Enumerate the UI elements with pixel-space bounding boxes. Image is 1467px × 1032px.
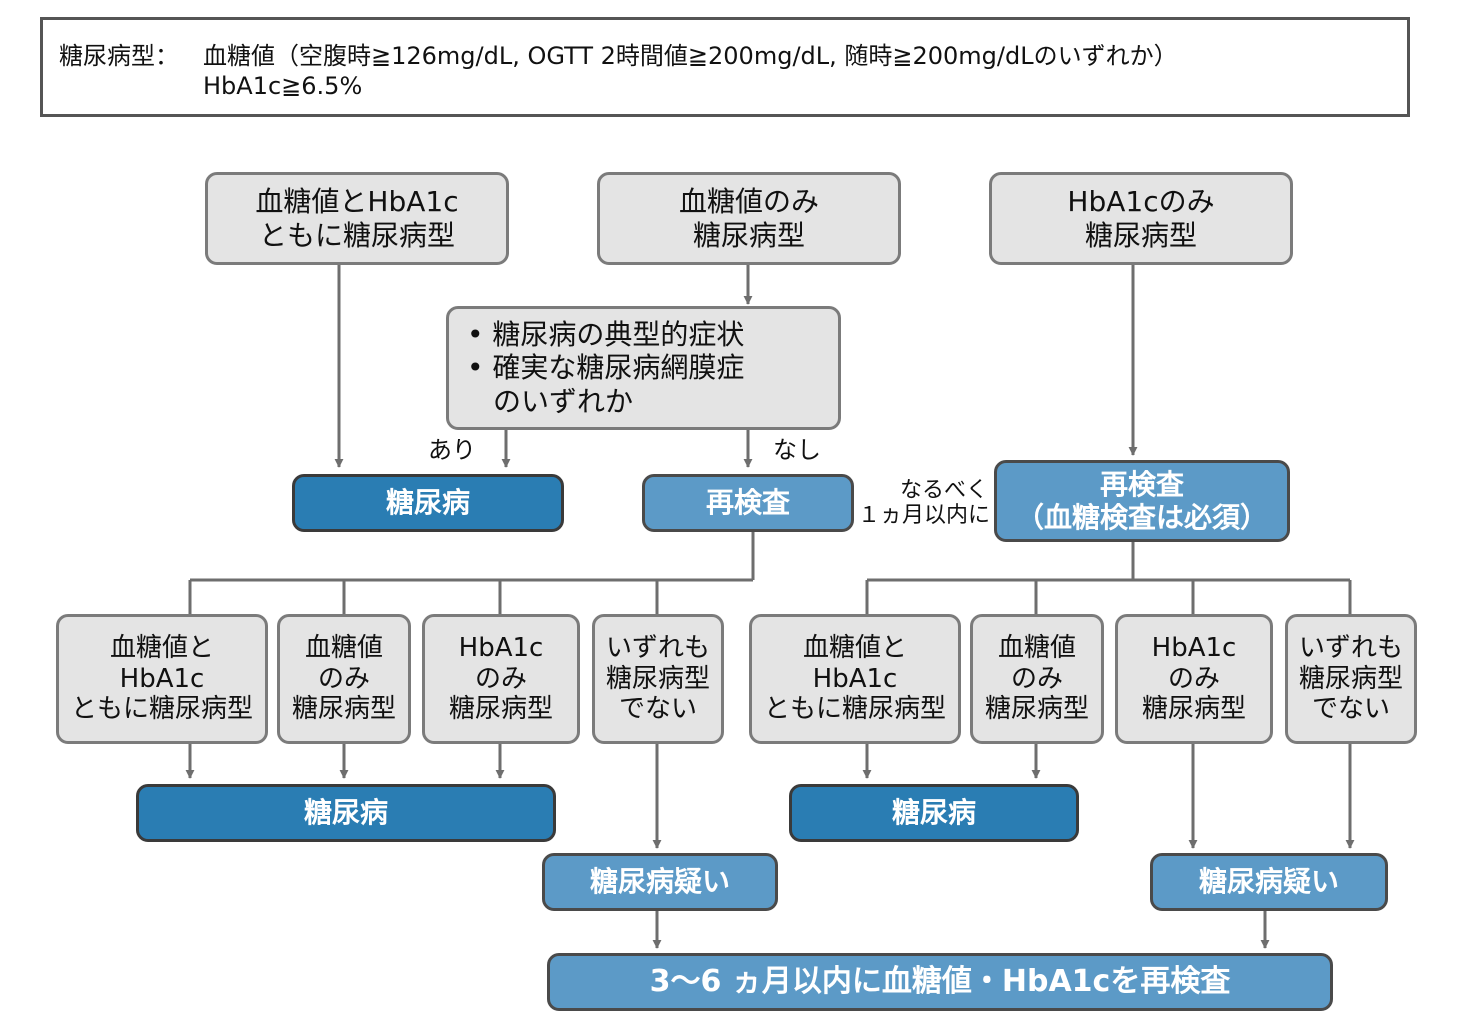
box-line: のみ <box>1167 663 1220 694</box>
box-line: 血糖値のみ <box>678 185 819 219</box>
both-diabetic-type-box: 血糖値とHbA1c ともに糖尿病型 <box>205 172 509 265</box>
box-line: のみ <box>1010 663 1063 694</box>
right-glucose-only-box: 血糖値 のみ 糖尿病型 <box>970 614 1104 744</box>
box-line: HbA1cのみ <box>1067 185 1215 219</box>
right-neither-box: いずれも 糖尿病型 でない <box>1285 614 1417 744</box>
left-neither-box: いずれも 糖尿病型 でない <box>592 614 724 744</box>
definition-box: 糖尿病型： 血糖値（空腹時≧126mg/dL, OGTT 2時間値≧200mg/… <box>40 17 1410 117</box>
glucose-criteria: 血糖値（空腹時≧126mg/dL, OGTT 2時間値≧200mg/dL, 随時… <box>203 42 1178 70</box>
box-line: 糖尿病型 <box>605 663 710 694</box>
left-hba1c-only-box: HbA1c のみ 糖尿病型 <box>422 614 580 744</box>
retest-required-line: （血糖検査は必須） <box>1015 501 1268 534</box>
box-line: でない <box>1311 694 1390 725</box>
box-line: のみ <box>317 663 370 694</box>
box-line: 糖尿病型 <box>692 218 805 252</box>
hba1c-criteria: HbA1c≧6.5% <box>203 72 363 100</box>
diabetes-label: 糖尿病 <box>303 796 388 830</box>
box-line: 血糖値 <box>997 632 1076 663</box>
box-line: 糖尿病型 <box>1084 218 1197 252</box>
retest-label: 再検査 <box>705 486 790 520</box>
box-line: いずれも <box>1298 632 1403 663</box>
box-line: 糖尿病型 <box>1298 663 1403 694</box>
box-line: 糖尿病型 <box>984 694 1089 725</box>
diabetes-result-top: 糖尿病 <box>292 474 564 532</box>
hba1c-only-box: HbA1cのみ 糖尿病型 <box>989 172 1293 265</box>
box-line: 血糖値と <box>109 632 214 663</box>
label-yes: あり <box>428 436 476 464</box>
definition-label: 糖尿病型： <box>59 42 179 70</box>
box-line: 糖尿病型 <box>291 694 396 725</box>
within-month-line: なるべく <box>899 478 988 503</box>
retest-required-line: 再検査 <box>1099 467 1184 501</box>
box-line: のみ <box>474 663 527 694</box>
final-retest-label: 3〜6 ヵ月以内に血糖値・HbA1cを再検査 <box>649 964 1231 1000</box>
box-line: 血糖値 <box>304 632 383 663</box>
symptoms-box: • 糖尿病の典型的症状 • 確実な糖尿病網膜症 のいずれか <box>446 306 841 430</box>
box-line: 糖尿病型 <box>1141 694 1246 725</box>
right-hba1c-only-box: HbA1c のみ 糖尿病型 <box>1115 614 1273 744</box>
box-line: HbA1c <box>812 663 898 694</box>
symptom-typical: • 糖尿病の典型的症状 <box>467 318 745 352</box>
suspected-right: 糖尿病疑い <box>1150 853 1388 911</box>
diabetes-result-right: 糖尿病 <box>789 784 1079 842</box>
box-line: ともに糖尿病型 <box>763 694 946 725</box>
glucose-only-box: 血糖値のみ 糖尿病型 <box>597 172 901 265</box>
box-line: 血糖値とHbA1c <box>255 185 459 219</box>
diabetes-label: 糖尿病 <box>891 796 976 830</box>
final-retest-box: 3〜6 ヵ月以内に血糖値・HbA1cを再検査 <box>547 953 1333 1011</box>
retest-required-box: 再検査 （血糖検査は必須） <box>994 460 1290 542</box>
left-glucose-only-box: 血糖値 のみ 糖尿病型 <box>277 614 411 744</box>
label-no: なし <box>773 436 821 464</box>
box-line: HbA1c <box>119 663 205 694</box>
within-month-line: １ヵ月以内に <box>858 503 991 529</box>
symptom-retinopathy: • 確実な糖尿病網膜症 <box>467 351 745 385</box>
box-line: いずれも <box>605 632 710 663</box>
within-month-label: なるべく １ヵ月以内に <box>858 478 991 529</box>
box-line: 血糖値と <box>802 632 907 663</box>
box-line: でない <box>618 694 697 725</box>
retest-box: 再検査 <box>642 474 854 532</box>
box-line: ともに糖尿病型 <box>70 694 253 725</box>
symptom-either: のいずれか <box>493 384 634 418</box>
box-line: ともに糖尿病型 <box>258 218 455 252</box>
suspected-label: 糖尿病疑い <box>589 865 730 899</box>
diabetes-label: 糖尿病 <box>385 486 470 520</box>
right-both-box: 血糖値と HbA1c ともに糖尿病型 <box>749 614 961 744</box>
left-both-box: 血糖値と HbA1c ともに糖尿病型 <box>56 614 268 744</box>
diabetes-result-left: 糖尿病 <box>136 784 556 842</box>
box-line: 糖尿病型 <box>448 694 553 725</box>
box-line: HbA1c <box>1151 632 1237 663</box>
box-line: HbA1c <box>458 632 544 663</box>
suspected-label: 糖尿病疑い <box>1198 865 1339 899</box>
suspected-left: 糖尿病疑い <box>542 853 778 911</box>
